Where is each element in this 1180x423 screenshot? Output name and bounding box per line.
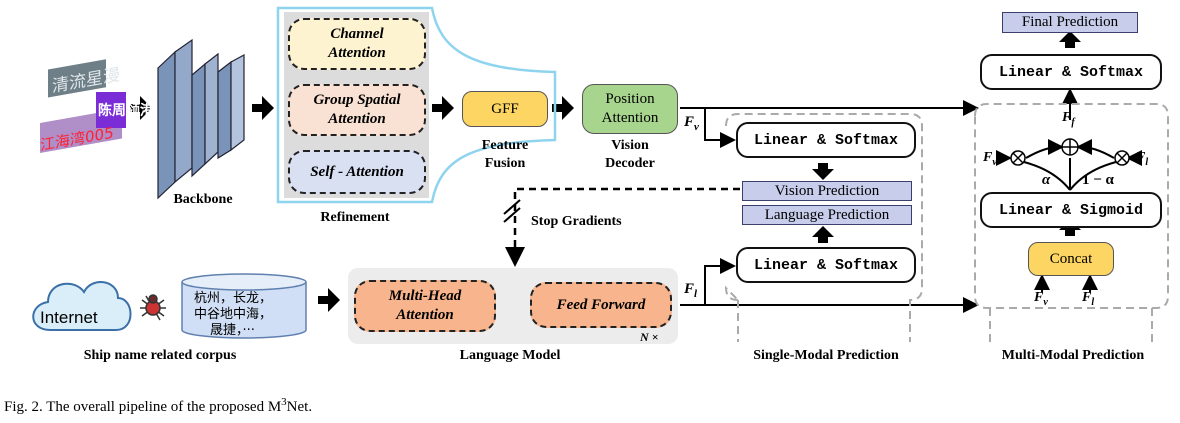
internet-label: Internet: [40, 308, 98, 327]
single-modal-label: Single-Modal Prediction: [753, 348, 899, 363]
multiply-op-right: [1114, 150, 1130, 166]
alpha-symbol: α: [1042, 172, 1051, 188]
multi-modal-label: Multi-Modal Prediction: [1001, 348, 1145, 363]
corpus-text-l3: 晟捷，···: [210, 323, 255, 338]
multi-head-attention-box: Multi-Head Attention: [354, 280, 496, 332]
gff-label-l2: Fusion: [484, 156, 526, 171]
refinement-label: Refinement: [320, 210, 390, 225]
corpus-text-l2: 中谷地中海，: [194, 307, 273, 322]
position-attention-l1: Position: [605, 91, 655, 107]
language-model-label: Language Model: [459, 348, 561, 363]
input-text-3: 陈周领港: [98, 103, 154, 119]
position-attention-box: Position Attention: [582, 84, 678, 134]
stop-gradients-label: Stop Gradients: [531, 214, 622, 229]
concat-box: Concat: [1028, 242, 1114, 276]
stop-gradient-line: [505, 187, 740, 267]
figure-caption: Fig. 2. The overall pipeline of the prop…: [4, 396, 313, 415]
corpus-text-l1: 杭州，长龙，: [194, 291, 273, 306]
single-linear-softmax-bottom: Linear & Softmax: [736, 247, 916, 283]
gff-box: GFF: [462, 91, 548, 127]
multi-modal-frame: [974, 103, 1169, 342]
corpus-label: Ship name related corpus: [83, 348, 237, 363]
fl-concat-symbol: Fl: [1082, 290, 1095, 308]
channel-attention-box: Channel Attention: [288, 18, 426, 70]
fl-mm-symbol: Fl: [1136, 150, 1149, 168]
final-prediction-box: Final Prediction: [1002, 12, 1138, 33]
single-linear-softmax-top: Linear & Softmax: [736, 122, 916, 158]
vision-decoder-label-l2: Decoder: [605, 156, 655, 171]
spider-icon: [140, 294, 166, 321]
feed-forward-box: Feed Forward: [530, 282, 672, 328]
stop-gradient-slash: [503, 199, 521, 223]
input-images: [40, 59, 126, 153]
ff-symbol: Ff: [1062, 110, 1075, 128]
channel-attention-l1: Channel: [330, 26, 384, 42]
position-attention-l2: Attention: [601, 110, 659, 126]
nx-symbol: N ×: [640, 330, 659, 344]
backbone-blocks: [157, 38, 245, 200]
vision-decoder-label-l1: Vision: [611, 138, 649, 153]
single-modal-frame: [724, 113, 923, 342]
internet-cloud: [32, 281, 132, 331]
mha-l1: Multi-Head: [388, 288, 462, 304]
fl-symbol: Fl: [684, 281, 698, 300]
one-minus-alpha-symbol: 1 − α: [1082, 172, 1114, 188]
corpus-cylinder: [181, 273, 307, 339]
multiply-op-left: [1010, 150, 1026, 166]
channel-attention-l2: Attention: [328, 45, 386, 61]
gff-label-l1: Feature: [481, 138, 529, 153]
linear-sigmoid-box: Linear & Sigmoid: [980, 192, 1162, 228]
fv-symbol: Fv: [684, 114, 699, 133]
group-spatial-l1: Group Spatial: [313, 92, 401, 108]
backbone-label: Backbone: [173, 192, 233, 207]
group-spatial-l2: Attention: [328, 111, 386, 127]
add-op: [1061, 138, 1079, 156]
language-prediction-box: Language Prediction: [742, 205, 912, 225]
self-attention-box: Self - Attention: [288, 150, 426, 194]
fv-concat-symbol: Fv: [1034, 290, 1048, 308]
group-spatial-attention-box: Group Spatial Attention: [288, 84, 426, 136]
multi-linear-softmax: Linear & Softmax: [980, 54, 1162, 90]
mha-l2: Attention: [396, 307, 454, 323]
vision-prediction-box: Vision Prediction: [742, 181, 912, 201]
fv-mm-symbol: Fv: [983, 150, 997, 168]
refinement-frame: [276, 6, 557, 204]
